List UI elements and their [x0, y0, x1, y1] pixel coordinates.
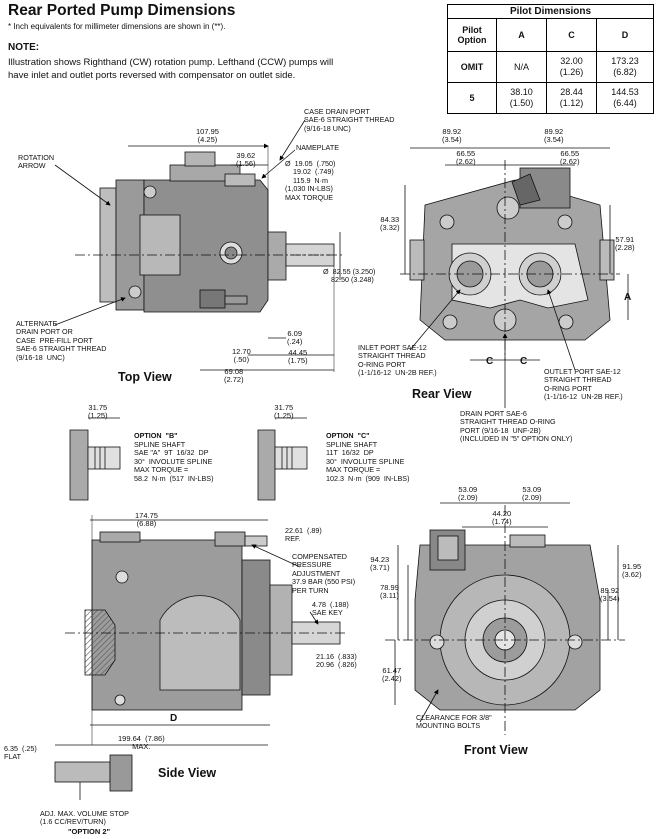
dim-label: 84.33 (3.32): [380, 215, 400, 233]
dim-c-label: C: [486, 356, 494, 367]
table-cell: 38.10(1.50): [496, 82, 547, 114]
volume-stop-label: ADJ. MAX. VOLUME STOP (1.6 CC/REV/TURN): [40, 809, 129, 827]
top-view-drawing: [54, 119, 345, 372]
pilot-diameter-label: Ø 82.55 (3.250) 82.50 (3.248): [323, 267, 376, 285]
dim-label: 22.61 (.89) REF.: [285, 526, 322, 544]
dim-label: 53.09 (2.09): [458, 485, 478, 503]
table-cell: 32.00(1.26): [545, 51, 597, 83]
rear-view-drawing: [400, 147, 629, 408]
option-b-title: OPTION "B": [134, 431, 178, 440]
compensator-label: COMPENSATED PRESSURE ADJUSTMENT 37.9 BAR…: [292, 552, 356, 595]
dim-label: 44.20 (1.74): [492, 509, 512, 527]
dim-label: 69.08 (2.72): [224, 367, 244, 385]
dim-label: 66.55 (2.62): [456, 149, 476, 167]
note-text: Illustration shows Righthand (CW) rotati…: [8, 57, 334, 81]
drain-port-label: DRAIN PORT SAE-6 STRAIGHT THREAD O-RING …: [460, 409, 573, 444]
table-cell: 144.53(6.44): [595, 82, 655, 114]
pilot-dimensions-table: Pilot Dimensions Pilot Option A C D OMIT…: [447, 4, 655, 114]
rotation-arrow-label: ROTATION ARROW: [18, 153, 55, 171]
front-view-drawing: [385, 502, 625, 735]
table-row: 5 38.10(1.50) 28.44(1.12) 144.53(6.44): [447, 82, 655, 114]
table-cell: 28.44(1.12): [545, 82, 597, 114]
dim-label: 91.95 (3.62): [622, 562, 642, 580]
table-cell: 173.23(6.82): [595, 51, 655, 83]
dim-label: 57.91 (2.28): [615, 235, 635, 253]
dim-label: 89.92 (3.54): [544, 127, 564, 145]
dim-label: 78.99 (3.11): [380, 583, 400, 601]
dim-label: 94.23 (3.71): [370, 555, 390, 573]
dim-label: 66.55 (2.62): [560, 149, 580, 167]
dim-label: 107.95 (4.25): [196, 127, 219, 145]
dim-label: 199.64 (7.86) MAX.: [118, 734, 165, 752]
dim-label: 31.75 (1.25): [274, 403, 294, 421]
table-row: OMIT N/A 32.00(1.26) 173.23(6.82): [447, 51, 655, 83]
dim-label: 21.16 (.833) 20.96 (.826): [316, 652, 357, 670]
nameplate-label: NAMEPLATE: [296, 143, 340, 152]
dim-label: 31.75 (1.25): [88, 403, 108, 421]
top-view-title: Top View: [118, 370, 172, 384]
dim-label: 44.45 (1.75): [288, 348, 308, 366]
dim-label: 61.47 (2.42): [382, 666, 402, 684]
inlet-port-label: INLET PORT SAE-12 STRAIGHT THREAD O-RING…: [358, 343, 437, 378]
inch-note: * Inch equivalents for millimeter dimens…: [8, 22, 226, 31]
dim-c-label: C: [520, 356, 528, 367]
clearance-label: CLEARANCE FOR 3/8" MOUNTING BOLTS: [416, 713, 492, 731]
dim-label: 174.75 (6.88): [135, 511, 158, 529]
front-view-title: Front View: [464, 743, 528, 757]
outlet-port-label: OUTLET PORT SAE-12 STRAIGHT THREAD O-RIN…: [544, 367, 623, 402]
table-cell: N/A: [496, 51, 547, 83]
side-view-title: Side View: [158, 766, 217, 780]
dim-label: 89.92 (3.54): [442, 127, 462, 145]
dim-label: 6.09 (.24): [287, 329, 303, 347]
option-c-title: OPTION "C": [326, 431, 370, 440]
alternate-drain-label: ALTERNATE DRAIN PORT OR CASE PRE-FILL PO…: [16, 319, 107, 362]
option-2-label: "OPTION 2": [68, 827, 111, 836]
side-view-drawing: [54, 515, 345, 800]
dim-label: 12.70 (.50): [232, 347, 251, 365]
note-heading: NOTE:: [8, 42, 40, 53]
page-title: Rear Ported Pump Dimensions: [8, 2, 236, 19]
shaft-diameter-label: Ø 19.05 (.750) 19.02 (.749) 115.9 N·m (1…: [285, 159, 336, 202]
option-c-text: SPLINE SHAFT 11T 16/32 DP 30° INVOLUTE S…: [326, 440, 410, 483]
dim-a-label: A: [624, 292, 632, 303]
table-header-row: Pilot Option A C D: [447, 18, 655, 52]
sae-key-label: 4.78 (.188) SAE KEY: [312, 600, 349, 618]
table-cell: 5: [447, 82, 497, 114]
col-header: Pilot Option: [447, 18, 497, 52]
dim-label: 89.92 (3.54): [600, 586, 620, 604]
option-b-text: SPLINE SHAFT SAE "A" 9T 16/32 DP 30° INV…: [134, 440, 214, 483]
spline-shaft-drawings: [69, 417, 308, 501]
case-drain-port-label: CASE DRAIN PORT SAE-6 STRAIGHT THREAD (9…: [304, 107, 395, 133]
dim-label: 39.62 (1.56): [236, 151, 256, 169]
rear-view-title: Rear View: [412, 387, 472, 401]
dim-d-label: D: [170, 713, 178, 724]
flat-label: 6.35 (.25) FLAT: [4, 744, 37, 762]
dim-label: 53.09 (2.09): [522, 485, 542, 503]
col-header: A: [496, 18, 547, 52]
